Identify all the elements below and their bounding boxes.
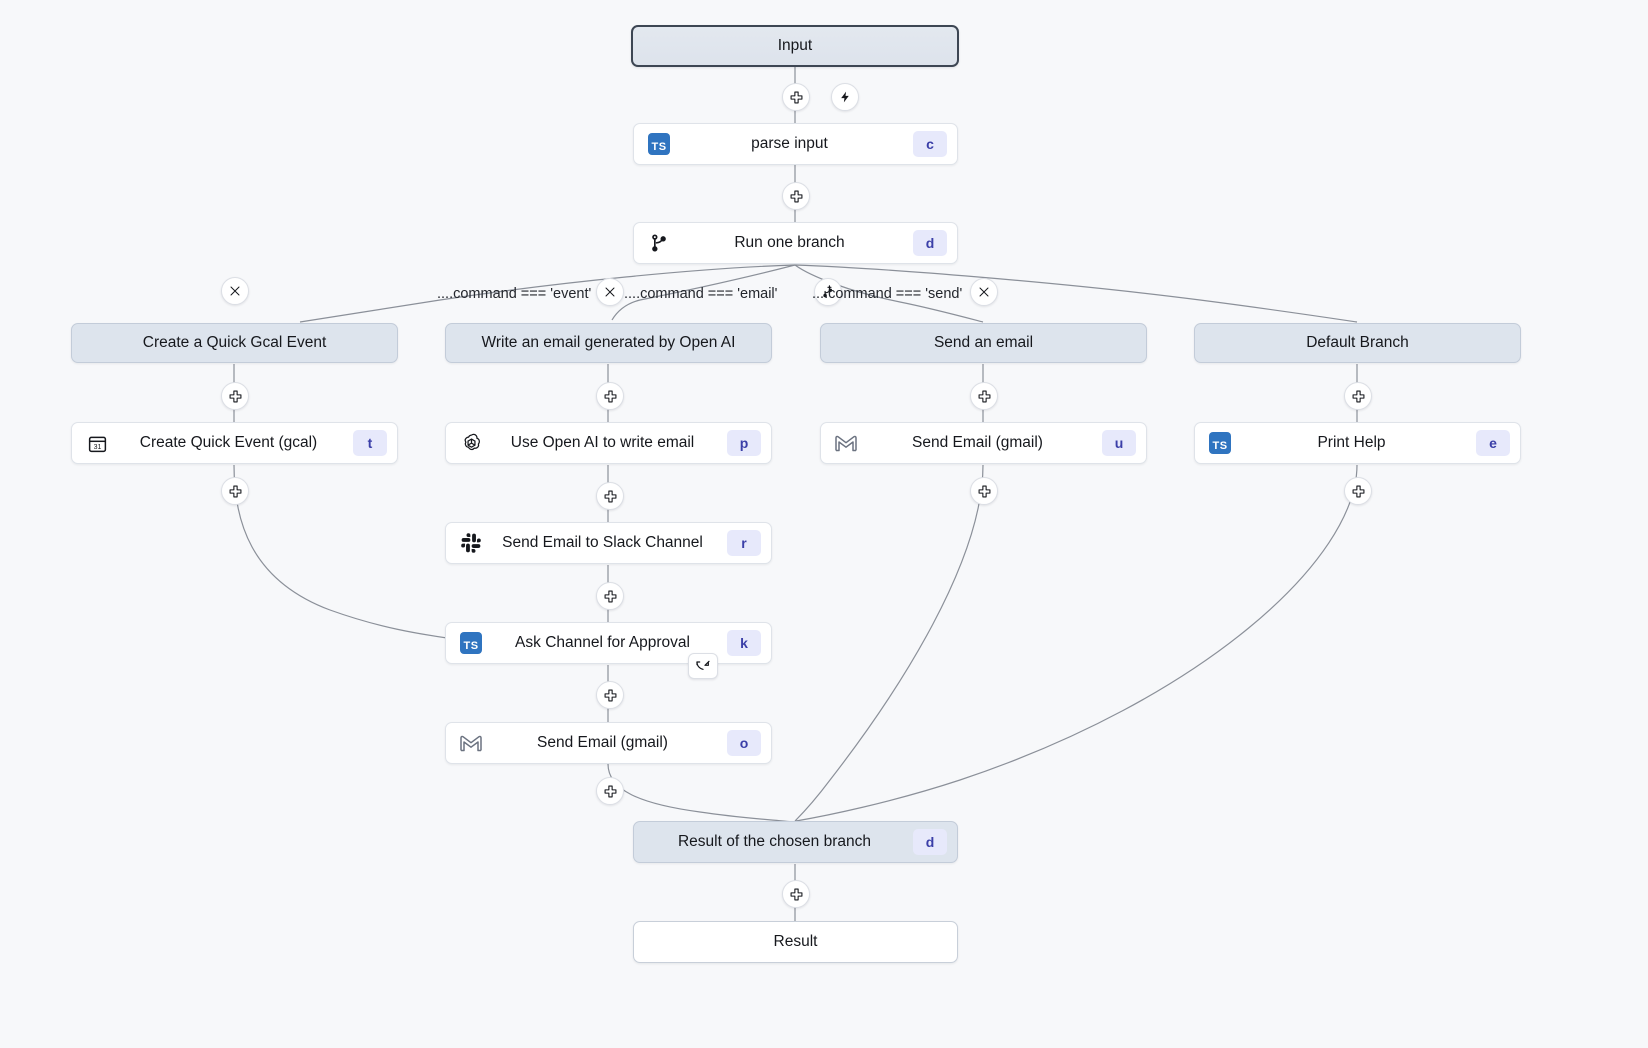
add-step-button-after-print-help[interactable] [1344,477,1372,505]
add-step-button-default-branch[interactable] [1344,382,1372,410]
node-ask-channel-approval-label: Ask Channel for Approval [515,634,690,651]
node-result-of-chosen-branch-shortcut[interactable]: d [913,829,947,855]
plus-icon [790,91,802,103]
add-step-button-after-gmail-bottom[interactable] [596,777,624,805]
add-step-button-gcal-branch[interactable] [221,382,249,410]
typescript-icon: TS [1205,428,1235,458]
node-run-one-branch[interactable]: Run one branch d [633,222,958,264]
openai-icon [456,428,486,458]
typescript-icon: TS [456,628,486,658]
node-send-email-gmail-top-shortcut[interactable]: u [1102,430,1136,456]
add-step-button-after-input[interactable] [782,83,810,111]
trigger-button[interactable] [831,83,859,111]
node-send-email-slack-shortcut[interactable]: r [727,530,761,556]
remove-branch-button-1[interactable] [221,277,249,305]
add-step-button-send-branch[interactable] [970,382,998,410]
branch-header-openai-email-label: Write an email generated by Open AI [481,334,736,351]
node-use-openai[interactable]: Use Open AI to write email p [445,422,772,464]
node-use-openai-label: Use Open AI to write email [510,434,695,451]
node-run-one-branch-label: Run one branch [734,234,845,251]
node-send-email-gmail-bottom-shortcut[interactable]: o [727,730,761,756]
branch-condition-send: ....command === 'send' [812,286,963,302]
branch-header-default-label: Default Branch [1306,334,1409,351]
plus-icon [1352,390,1364,402]
add-step-button-after-approval[interactable] [596,681,624,709]
plus-icon [790,888,802,900]
plus-icon [604,490,616,502]
node-ask-channel-approval-shortcut[interactable]: k [727,630,761,656]
git-branch-plus-icon [823,285,833,298]
add-step-button-after-create-quick-event[interactable] [221,477,249,505]
node-create-quick-event-shortcut[interactable]: t [353,430,387,456]
branch-header-send-email[interactable]: Send an email [820,323,1147,363]
node-send-email-gmail-top-label: Send Email (gmail) [912,434,1043,451]
branch-header-gcal-label: Create a Quick Gcal Event [142,334,327,351]
add-step-button-openai-branch[interactable] [596,382,624,410]
node-run-one-branch-shortcut[interactable]: d [913,230,947,256]
node-print-help[interactable]: TS Print Help e [1194,422,1521,464]
node-input[interactable]: Input [631,25,959,67]
plus-icon [1352,485,1364,497]
lightning-icon [840,91,849,103]
svg-text:31: 31 [93,443,101,450]
plus-icon [229,390,241,402]
close-icon [605,287,615,297]
node-send-email-gmail-top[interactable]: Send Email (gmail) u [820,422,1147,464]
git-branch-icon [644,228,674,258]
gmail-icon [831,428,861,458]
plus-icon [604,785,616,797]
add-step-button-after-use-openai[interactable] [596,482,624,510]
node-parse-input-shortcut[interactable]: c [913,131,947,157]
node-create-quick-event[interactable]: 31 Create Quick Event (gcal) t [71,422,398,464]
branch-header-default[interactable]: Default Branch [1194,323,1521,363]
add-step-button-after-send-email-top[interactable] [970,477,998,505]
add-branch-button[interactable] [814,278,842,306]
node-send-email-slack-label: Send Email to Slack Channel [502,534,703,551]
branch-header-send-email-label: Send an email [933,334,1034,351]
node-print-help-label: Print Help [1317,434,1386,451]
plus-icon [978,485,990,497]
node-use-openai-shortcut[interactable]: p [727,430,761,456]
calendar-icon: 31 [82,428,112,458]
plus-icon [978,390,990,402]
branch-header-gcal[interactable]: Create a Quick Gcal Event [71,323,398,363]
add-step-button-after-parse-input[interactable] [782,182,810,210]
node-input-label: Input [777,37,813,54]
plus-icon [229,485,241,497]
plus-icon [604,390,616,402]
slack-icon [456,528,486,558]
remove-branch-button-3[interactable] [970,278,998,306]
close-icon [979,287,989,297]
approval-suspend-icon[interactable] [688,653,718,679]
branch-header-openai-email[interactable]: Write an email generated by Open AI [445,323,772,363]
node-parse-input-label: parse input [751,135,828,152]
node-result[interactable]: Result [633,921,958,963]
node-result-of-chosen-branch-label: Result of the chosen branch [677,833,871,850]
add-step-button-after-slack[interactable] [596,582,624,610]
node-parse-input[interactable]: TS parse input c [633,123,958,165]
add-step-button-after-result-branch[interactable] [782,880,810,908]
node-send-email-slack[interactable]: Send Email to Slack Channel r [445,522,772,564]
close-icon [230,286,240,296]
branch-condition-email: ....command === 'email' [624,286,778,302]
plus-icon [604,689,616,701]
node-send-email-gmail-bottom-label: Send Email (gmail) [537,734,668,751]
node-print-help-shortcut[interactable]: e [1476,430,1510,456]
branch-condition-event: ....command === 'event' [437,286,592,302]
node-send-email-gmail-bottom[interactable]: Send Email (gmail) o [445,722,772,764]
node-result-label: Result [773,933,818,950]
node-ask-channel-approval[interactable]: TS Ask Channel for Approval k [445,622,772,664]
plus-icon [790,190,802,202]
node-create-quick-event-label: Create Quick Event (gcal) [139,434,318,451]
remove-branch-button-2[interactable] [596,278,624,306]
node-result-of-chosen-branch[interactable]: Result of the chosen branch d [633,821,958,863]
plus-icon [604,590,616,602]
typescript-icon: TS [644,129,674,159]
gmail-icon [456,728,486,758]
